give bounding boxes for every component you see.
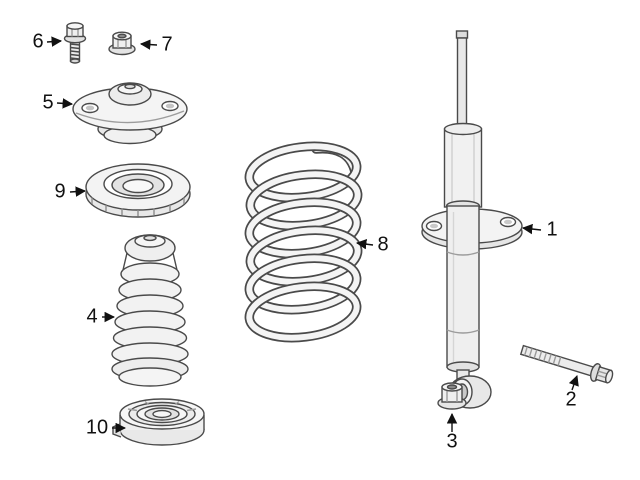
flange-nut-lower xyxy=(437,382,467,410)
callout-label-7: 7 xyxy=(161,33,173,56)
callout-arrow-1 xyxy=(521,223,542,235)
upper-spring-seat xyxy=(85,163,191,218)
upper-strut-mount xyxy=(72,82,188,145)
lower-spring-pad xyxy=(112,398,205,446)
callout-label-3: 3 xyxy=(446,430,458,453)
lower-mount-bolt xyxy=(519,344,614,384)
callout-label-6: 6 xyxy=(32,30,44,53)
mount-flange-bolt xyxy=(63,22,87,64)
callout-arrow-6 xyxy=(46,36,63,47)
callout-label-4: 4 xyxy=(86,305,98,328)
callout-label-5: 5 xyxy=(42,91,54,114)
shock-absorber-strut xyxy=(421,30,523,409)
callout-label-8: 8 xyxy=(377,233,389,256)
callout-arrow-7 xyxy=(139,39,158,50)
callout-arrows xyxy=(46,36,579,434)
coil-spring xyxy=(244,141,363,343)
callout-label-2: 2 xyxy=(565,388,577,411)
callout-arrow-9 xyxy=(69,186,87,197)
dust-boot-bump-stop xyxy=(111,234,189,387)
callout-arrow-5 xyxy=(56,98,74,109)
callout-label-10: 10 xyxy=(85,416,109,439)
callout-label-1: 1 xyxy=(546,218,558,241)
callout-arrow-2 xyxy=(568,375,579,391)
callout-label-9: 9 xyxy=(54,180,66,203)
callout-arrow-8 xyxy=(355,238,374,250)
mount-flange-nut xyxy=(108,31,136,56)
